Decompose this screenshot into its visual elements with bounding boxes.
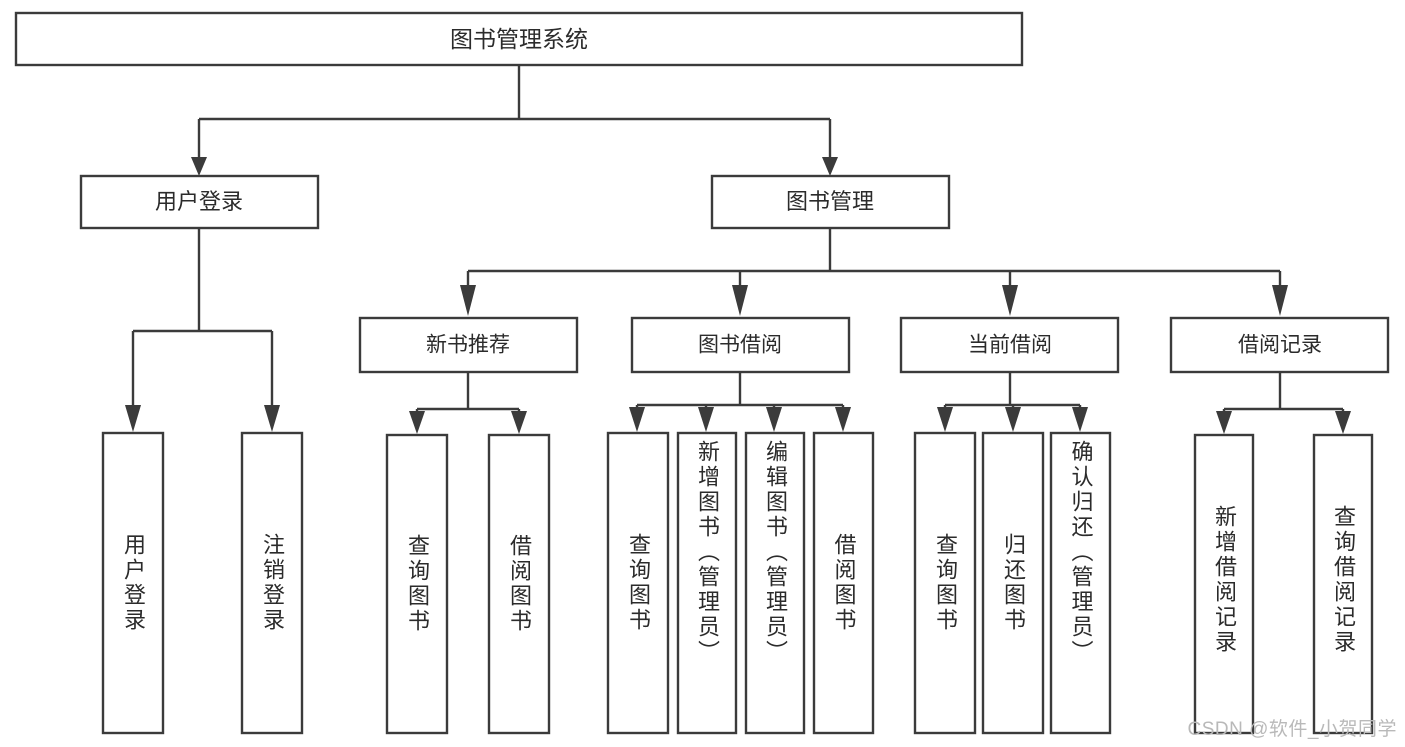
arrow-borrow-record-leaf-1	[1216, 411, 1232, 434]
node-borrow-record-box[interactable]	[1169, 316, 1390, 374]
node-book-manage-label: 图书管理	[786, 189, 874, 214]
arrow-book-borrow-leaf-4	[835, 407, 851, 432]
node-book-borrow-box[interactable]	[630, 316, 851, 374]
leaf-user-login-1-box[interactable]	[240, 431, 304, 735]
node-book-manage-box[interactable]	[710, 174, 951, 230]
node-user-login-label: 用户登录	[155, 189, 243, 214]
arrow-user-login-leaf-1	[125, 405, 141, 432]
leaf-current-borrow-0-box[interactable]	[913, 431, 977, 735]
node-current-borrow-label: 当前借阅	[968, 334, 1052, 357]
arrow-to-new-book	[460, 285, 476, 316]
leaf-book-borrow-2-box[interactable]	[744, 431, 806, 735]
leaf-book-borrow-0-box[interactable]	[606, 431, 670, 735]
leaf-book-borrow-3-box[interactable]	[812, 431, 875, 735]
node-current-borrow-box[interactable]	[899, 316, 1120, 374]
arrow-to-user-login	[191, 157, 207, 176]
arrow-user-login-leaf-2	[264, 405, 280, 432]
arrow-to-book-borrow	[732, 285, 748, 316]
node-root-box[interactable]	[14, 11, 1024, 67]
leaf-book-borrow-1-box[interactable]	[676, 431, 738, 735]
arrow-borrow-record-leaf-2	[1335, 411, 1351, 434]
leaf-user-login-0-box[interactable]	[101, 431, 165, 735]
arrow-new-book-leaf-1	[409, 411, 425, 434]
arrow-current-borrow-leaf-3	[1072, 407, 1088, 432]
arrow-current-borrow-leaf-2	[1005, 407, 1021, 432]
arrow-to-borrow-record	[1272, 285, 1288, 316]
leaf-borrow-record-0-box[interactable]	[1193, 433, 1255, 735]
node-borrow-record-label: 借阅记录	[1238, 334, 1322, 357]
csdn-watermark: CSDN @软件_小贺同学	[1187, 719, 1397, 740]
node-root-label: 图书管理系统	[450, 26, 588, 52]
arrow-new-book-leaf-2	[511, 411, 527, 434]
arrow-to-current-borrow	[1002, 285, 1018, 316]
node-book-borrow-label: 图书借阅	[698, 334, 782, 357]
arrow-book-borrow-leaf-2	[698, 407, 714, 432]
leaf-borrow-record-1-box[interactable]	[1312, 433, 1374, 735]
arrow-to-book-manage	[822, 157, 838, 176]
leaf-new-book-0-box[interactable]	[385, 433, 449, 735]
leaf-current-borrow-2-box[interactable]	[1049, 431, 1112, 735]
leaf-new-book-1-box[interactable]	[487, 433, 551, 735]
leaf-current-borrow-1-box[interactable]	[981, 431, 1045, 735]
node-new-book-label: 新书推荐	[426, 334, 510, 357]
arrow-book-borrow-leaf-1	[629, 407, 645, 432]
arrow-current-borrow-leaf-1	[937, 407, 953, 432]
arrow-book-borrow-leaf-3	[766, 407, 782, 432]
node-new-book-box[interactable]	[358, 316, 579, 374]
